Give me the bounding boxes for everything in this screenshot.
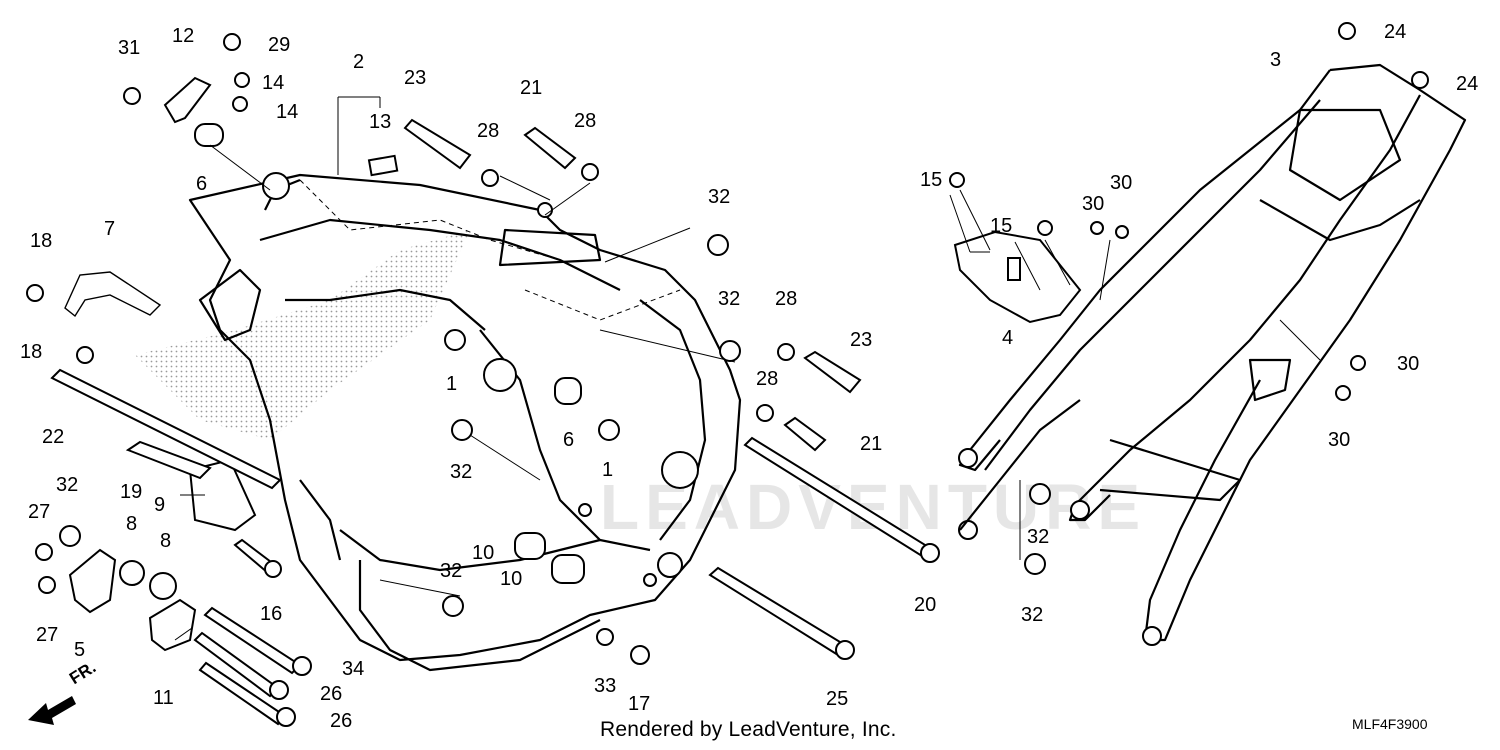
callout-17: 17 — [628, 693, 650, 715]
callout-32: 32 — [1021, 604, 1043, 626]
collar-6-mid — [554, 377, 582, 405]
rear-subframe — [958, 63, 1467, 646]
callout-7: 7 — [104, 218, 115, 240]
bolts — [50, 118, 932, 726]
callout-32: 32 — [56, 474, 78, 496]
callout-31: 31 — [118, 37, 140, 59]
callout-10: 10 — [472, 542, 494, 564]
callout-8: 8 — [126, 513, 137, 535]
callout-25: 25 — [826, 688, 848, 710]
leader-lines — [174, 96, 1321, 641]
callout-29: 29 — [268, 34, 290, 56]
callout-21: 21 — [860, 433, 882, 455]
callout-24: 24 — [1384, 21, 1406, 43]
callout-27: 27 — [28, 501, 50, 523]
callout-28: 28 — [775, 288, 797, 310]
callout-28: 28 — [574, 110, 596, 132]
callout-30: 30 — [1110, 172, 1132, 194]
callout-19: 19 — [120, 481, 142, 503]
front-direction-arrow — [28, 696, 76, 725]
callout-5: 5 — [74, 639, 85, 661]
callout-15: 15 — [990, 215, 1012, 237]
callout-1: 1 — [602, 459, 613, 481]
callout-30: 30 — [1328, 429, 1350, 451]
callout-8: 8 — [160, 530, 171, 552]
collar-10b — [551, 554, 585, 584]
alignment-lines — [299, 179, 681, 321]
washer-8a — [119, 560, 145, 586]
fasteners — [26, 22, 1429, 727]
callouts: 31 12 29 14 14 6 2 13 23 28 21 28 32 18 … — [20, 21, 1478, 732]
callout-11: 11 — [153, 687, 174, 709]
o-ring-1a — [444, 329, 466, 351]
callout-27: 27 — [36, 624, 58, 646]
callout-32: 32 — [440, 560, 462, 582]
callout-23: 23 — [850, 329, 872, 351]
collar-6-top — [194, 123, 224, 147]
collar-10a — [514, 532, 546, 560]
o-ring-1b — [598, 419, 620, 441]
callout-14: 14 — [262, 72, 284, 94]
plate-5 — [68, 548, 117, 614]
callout-22: 22 — [42, 426, 64, 448]
callout-28: 28 — [477, 120, 499, 142]
callout-3: 3 — [1270, 49, 1281, 71]
callout-34: 34 — [342, 658, 364, 680]
callout-20: 20 — [914, 594, 936, 616]
callout-32: 32 — [450, 461, 472, 483]
callout-32: 32 — [1027, 526, 1049, 548]
callout-23: 23 — [404, 67, 426, 89]
callout-24: 24 — [1456, 73, 1478, 95]
callout-6: 6 — [196, 173, 207, 195]
callout-14: 14 — [276, 101, 298, 123]
callout-4: 4 — [1002, 327, 1013, 349]
plate-11 — [148, 598, 197, 652]
diagram-code: MLF4F3900 — [1352, 716, 1428, 732]
callout-30: 30 — [1397, 353, 1419, 375]
callout-33: 33 — [594, 675, 616, 697]
shaded-region-left — [135, 230, 470, 440]
callout-2: 2 — [353, 51, 364, 73]
bracket-7 — [64, 271, 162, 318]
callout-21: 21 — [520, 77, 542, 99]
render-credit: Rendered by LeadVenture, Inc. — [600, 718, 897, 741]
callout-13: 13 — [369, 111, 391, 133]
callout-28: 28 — [756, 368, 778, 390]
main-frame — [188, 172, 742, 672]
callout-16: 16 — [260, 603, 282, 625]
label-13 — [367, 154, 399, 177]
callout-30: 30 — [1082, 193, 1104, 215]
callout-18: 18 — [30, 230, 52, 252]
callout-9: 9 — [154, 494, 165, 516]
callout-18: 18 — [20, 341, 42, 363]
washer-8b — [149, 572, 177, 600]
callout-32: 32 — [718, 288, 740, 310]
callout-32: 32 — [708, 186, 730, 208]
callout-26: 26 — [320, 683, 342, 705]
hanger-plate-12 — [163, 76, 212, 124]
callout-6: 6 — [563, 429, 574, 451]
callout-12: 12 — [172, 25, 194, 47]
callout-10: 10 — [500, 568, 522, 590]
callout-26: 26 — [330, 710, 352, 732]
callout-15: 15 — [920, 169, 942, 191]
callout-1: 1 — [446, 373, 457, 395]
